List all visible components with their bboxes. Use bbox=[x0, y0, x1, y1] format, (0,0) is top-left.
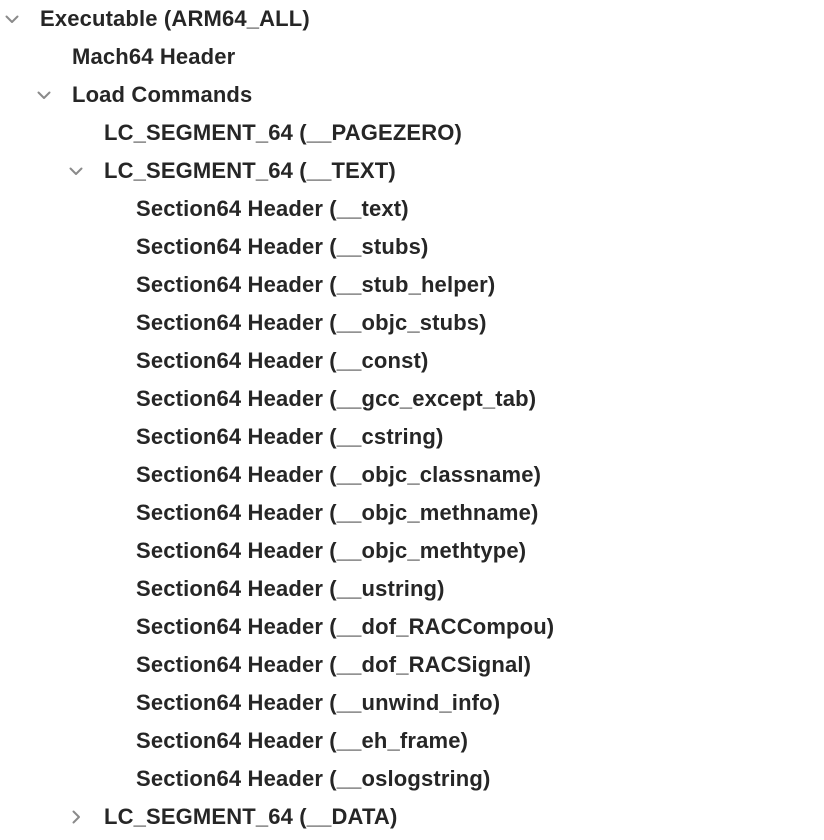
tree-row-load-commands[interactable]: Load Commands bbox=[0, 76, 824, 114]
tree-item-label: Section64 Header (__eh_frame) bbox=[136, 728, 469, 753]
tree-item-label: Section64 Header (__ustring) bbox=[136, 576, 445, 601]
chevron-right-icon[interactable] bbox=[66, 807, 86, 827]
tree-row-section64-header-unwind-info[interactable]: Section64 Header (__unwind_info) bbox=[0, 684, 824, 722]
tree-item-label: Section64 Header (__dof_RACCompou) bbox=[136, 614, 555, 639]
chevron-down-icon[interactable] bbox=[34, 85, 54, 105]
chevron-down-icon[interactable] bbox=[2, 9, 22, 29]
tree-row-section64-header-oslogstring[interactable]: Section64 Header (__oslogstring) bbox=[0, 760, 824, 798]
tree-row-section64-header-stubs[interactable]: Section64 Header (__stubs) bbox=[0, 228, 824, 266]
tree-item-label: Section64 Header (__objc_methname) bbox=[136, 500, 539, 525]
tree-row-lc-segment-64-pagezero[interactable]: LC_SEGMENT_64 (__PAGEZERO) bbox=[0, 114, 824, 152]
tree-row-section64-header-ustring[interactable]: Section64 Header (__ustring) bbox=[0, 570, 824, 608]
chevron-down-icon[interactable] bbox=[66, 161, 86, 181]
tree-item-label: Mach64 Header bbox=[72, 44, 236, 69]
tree-item-label: Load Commands bbox=[72, 82, 253, 107]
tree-row-section64-header-stub-helper[interactable]: Section64 Header (__stub_helper) bbox=[0, 266, 824, 304]
tree-item-label: Section64 Header (__objc_methtype) bbox=[136, 538, 527, 563]
tree-item-label: Section64 Header (__oslogstring) bbox=[136, 766, 491, 791]
tree-item-label: Section64 Header (__gcc_except_tab) bbox=[136, 386, 537, 411]
tree-item-label: Section64 Header (__objc_stubs) bbox=[136, 310, 487, 335]
tree-row-section64-header-cstring[interactable]: Section64 Header (__cstring) bbox=[0, 418, 824, 456]
tree-item-label: Section64 Header (__dof_RACSignal) bbox=[136, 652, 532, 677]
tree-row-section64-header-eh-frame[interactable]: Section64 Header (__eh_frame) bbox=[0, 722, 824, 760]
tree-item-label: Section64 Header (__cstring) bbox=[136, 424, 444, 449]
tree-item-label: LC_SEGMENT_64 (__PAGEZERO) bbox=[104, 120, 463, 145]
tree-item-label: Executable (ARM64_ALL) bbox=[40, 6, 310, 31]
tree-row-lc-segment-64-data[interactable]: LC_SEGMENT_64 (__DATA) bbox=[0, 798, 824, 836]
tree-row-section64-header-objc-methtype[interactable]: Section64 Header (__objc_methtype) bbox=[0, 532, 824, 570]
tree-item-label: Section64 Header (__const) bbox=[136, 348, 429, 373]
tree-item-label: LC_SEGMENT_64 (__TEXT) bbox=[104, 158, 396, 183]
tree-row-section64-header-dof-racsignal[interactable]: Section64 Header (__dof_RACSignal) bbox=[0, 646, 824, 684]
tree-row-section64-header-objc-stubs[interactable]: Section64 Header (__objc_stubs) bbox=[0, 304, 824, 342]
tree-row-section64-header-const[interactable]: Section64 Header (__const) bbox=[0, 342, 824, 380]
tree-item-label: Section64 Header (__objc_classname) bbox=[136, 462, 542, 487]
tree-row-lc-segment-64-text[interactable]: LC_SEGMENT_64 (__TEXT) bbox=[0, 152, 824, 190]
tree-row-section64-header-objc-methname[interactable]: Section64 Header (__objc_methname) bbox=[0, 494, 824, 532]
tree-item-label: Section64 Header (__stub_helper) bbox=[136, 272, 496, 297]
tree-row-mach64-header[interactable]: Mach64 Header bbox=[0, 38, 824, 76]
tree-row-section64-header-dof-raccompou[interactable]: Section64 Header (__dof_RACCompou) bbox=[0, 608, 824, 646]
tree-row-executable-arm64-all[interactable]: Executable (ARM64_ALL) bbox=[0, 0, 824, 38]
tree-item-label: Section64 Header (__text) bbox=[136, 196, 409, 221]
tree-item-label: Section64 Header (__unwind_info) bbox=[136, 690, 501, 715]
tree-row-section64-header-gcc-except-tab[interactable]: Section64 Header (__gcc_except_tab) bbox=[0, 380, 824, 418]
tree-item-label: LC_SEGMENT_64 (__DATA) bbox=[104, 804, 398, 829]
tree-row-section64-header-objc-classname[interactable]: Section64 Header (__objc_classname) bbox=[0, 456, 824, 494]
tree-row-section64-header-text[interactable]: Section64 Header (__text) bbox=[0, 190, 824, 228]
tree-item-label: Section64 Header (__stubs) bbox=[136, 234, 429, 259]
